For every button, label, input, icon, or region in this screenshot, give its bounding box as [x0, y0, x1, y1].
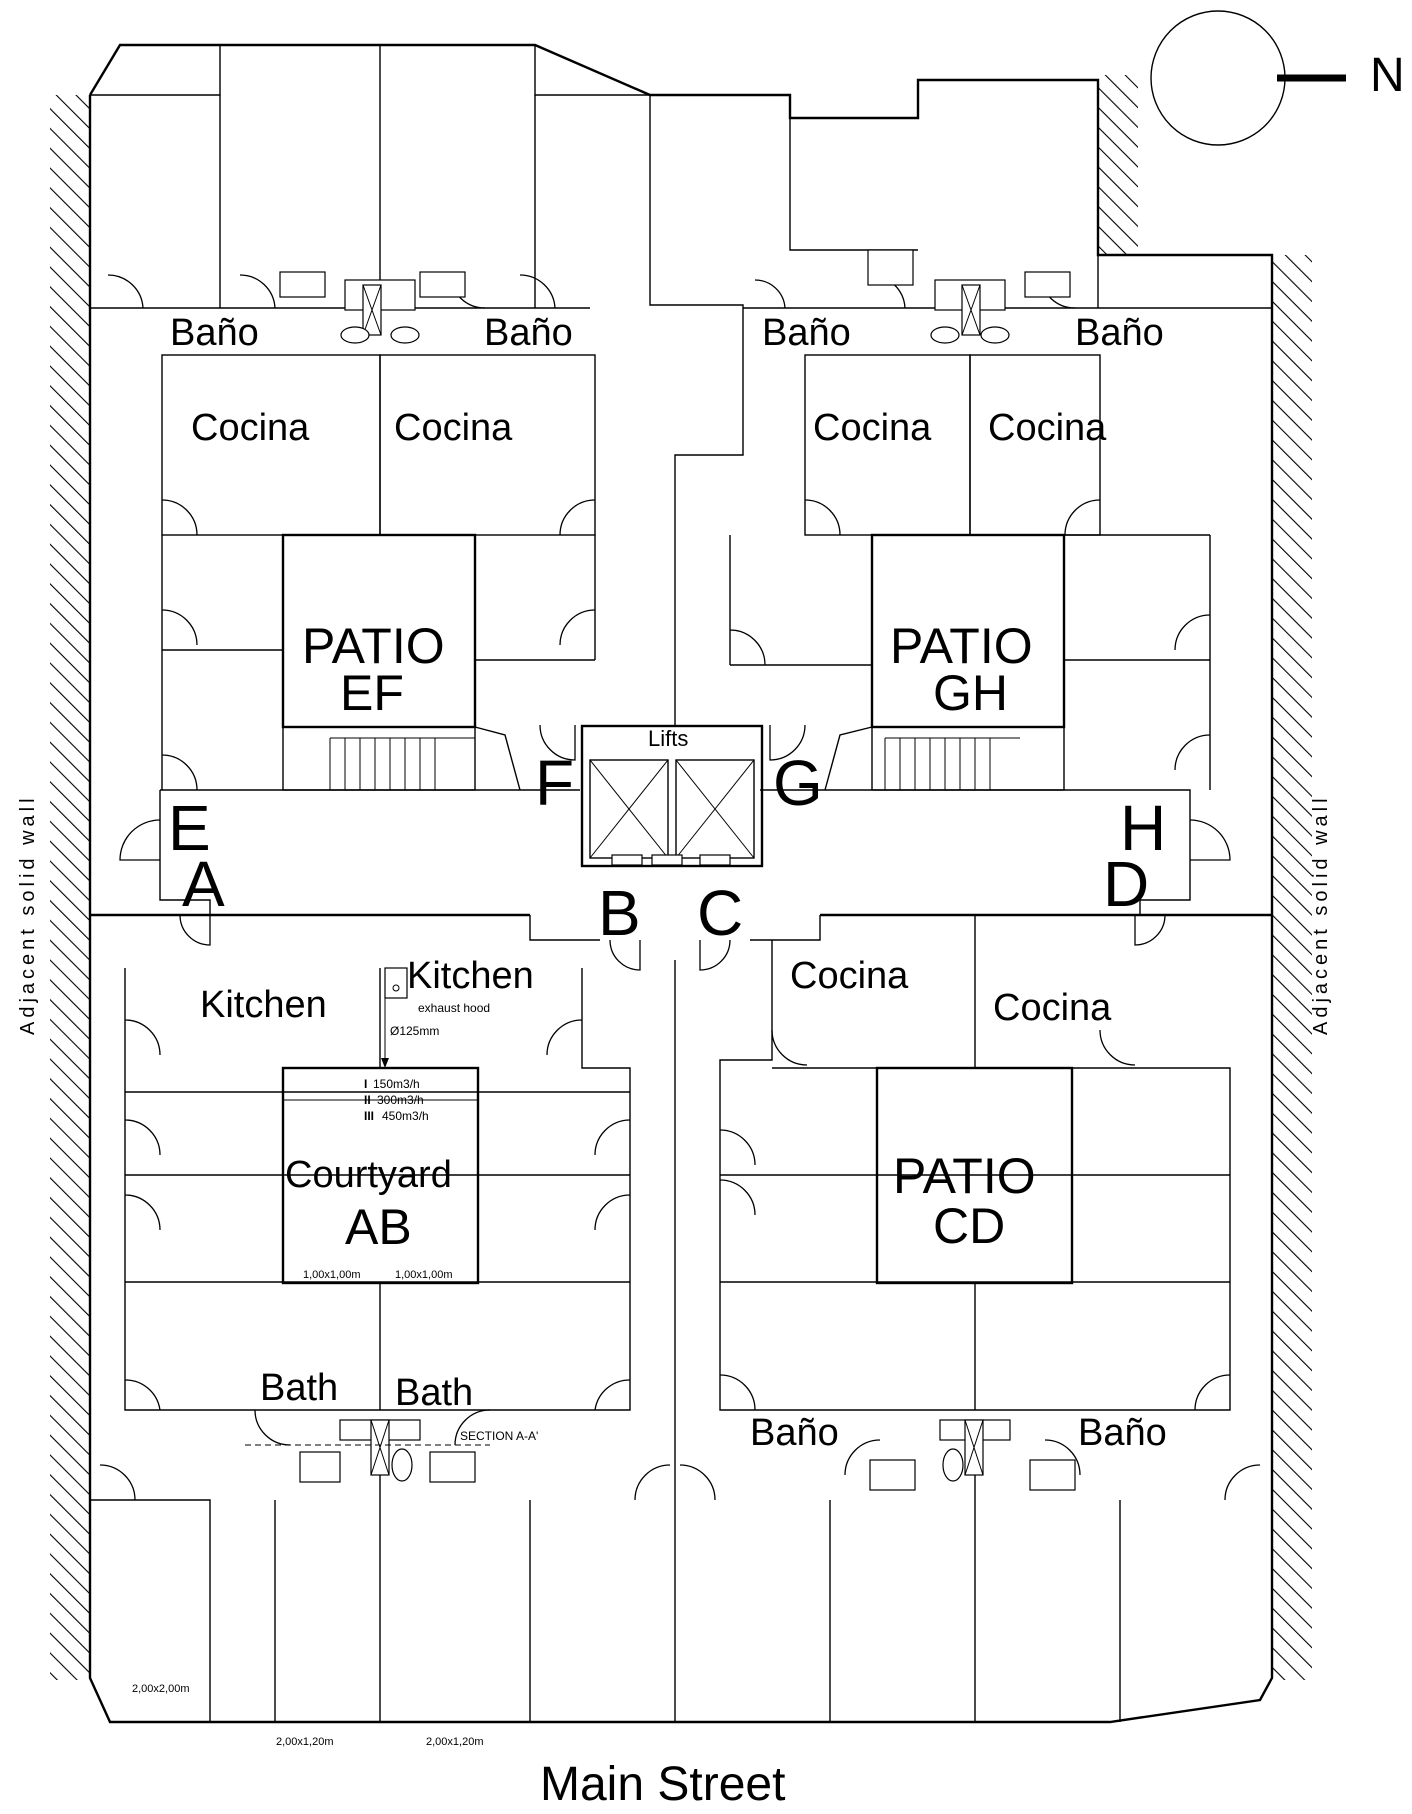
entrance-a: A [182, 848, 225, 920]
flow-3: 450m3/h [382, 1109, 429, 1123]
entrance-f: F [535, 747, 574, 819]
bathroom-fixtures-sw [245, 1419, 490, 1483]
nw-bano-2: Baño [484, 312, 573, 354]
patio-cd [875, 1066, 1074, 1285]
patio-ef [281, 533, 521, 791]
right-wall-label: Adjacent solid wall [1310, 794, 1332, 1035]
lift-shaft [580, 724, 764, 868]
nw-bano-1: Baño [170, 312, 259, 354]
ne-cocina-1: Cocina [813, 407, 932, 449]
entrance-c: C [697, 877, 743, 949]
unit-gh [729, 274, 1272, 790]
flow-2: 300m3/h [377, 1093, 424, 1107]
kitchen-1: Kitchen [200, 984, 327, 1026]
unit-ab [90, 968, 671, 1722]
ne-bano-1: Baño [762, 312, 851, 354]
duct-label: Ø125mm [390, 1024, 439, 1038]
patio-cd-line2: CD [933, 1198, 1005, 1254]
lifts-label: Lifts [648, 726, 688, 751]
window-size-2: 1,00x1,00m [395, 1269, 452, 1281]
entrance-g: G [773, 747, 823, 819]
entrance-h: H [1120, 792, 1166, 864]
bath-2: Bath [395, 1372, 473, 1414]
patio-gh [824, 533, 1066, 791]
north-arrow-icon [1150, 10, 1346, 146]
adjacent-wall-top-right [1098, 75, 1138, 255]
street-name: Main Street [540, 1758, 785, 1811]
section-label: SECTION A-A' [460, 1429, 538, 1443]
entrance-d: D [1103, 848, 1149, 920]
bathroom-fixtures-ne [867, 249, 1071, 344]
opening-size-1: 2,00x2,00m [132, 1683, 189, 1695]
ne-bano-2: Baño [1075, 312, 1164, 354]
opening-size-3: 2,00x1,20m [426, 1736, 483, 1748]
adjacent-wall-right [1272, 255, 1312, 1680]
unit-ef [90, 274, 596, 791]
bathroom-fixtures-nw [279, 271, 466, 344]
left-wall-label: Adjacent solid wall [17, 794, 39, 1035]
nw-cocina-2: Cocina [394, 407, 513, 449]
courtyard-line1: Courtyard [285, 1154, 452, 1196]
se-bano-1: Baño [750, 1412, 839, 1454]
north-label: N [1370, 49, 1405, 102]
patio-ef-line1: PATIO [302, 618, 445, 674]
courtyard-ab [281, 1066, 480, 1285]
se-cocina-1: Cocina [790, 955, 909, 997]
unit-cd [679, 915, 1261, 1722]
flow-2-mark: II [364, 1093, 371, 1107]
patio-gh-line1: PATIO [890, 618, 1033, 674]
window-size-1: 1,00x1,00m [303, 1269, 360, 1281]
building-outline [88, 43, 1274, 1724]
flow-3-mark: III [364, 1109, 374, 1123]
exhaust-hood-icon [381, 967, 408, 1068]
patio-gh-line2: GH [933, 665, 1008, 721]
entrance-e: E [168, 792, 211, 864]
hood-label: exhaust hood [418, 1001, 490, 1015]
adjacent-wall-left [50, 95, 90, 1680]
ne-cocina-2: Cocina [988, 407, 1107, 449]
entrance-doors [119, 724, 1231, 971]
flow-1-mark: I [364, 1077, 367, 1091]
patio-ef-line2: EF [340, 665, 404, 721]
nw-cocina-1: Cocina [191, 407, 310, 449]
opening-size-2: 2,00x1,20m [276, 1736, 333, 1748]
courtyard-line2: AB [345, 1199, 412, 1255]
entrance-b: B [598, 877, 641, 949]
patio-cd-line1: PATIO [893, 1148, 1036, 1204]
bath-1: Bath [260, 1367, 338, 1409]
kitchen-2: Kitchen [407, 955, 534, 997]
se-cocina-2: Cocina [993, 987, 1112, 1029]
se-bano-2: Baño [1078, 1412, 1167, 1454]
flow-1: 150m3/h [373, 1077, 420, 1091]
bathroom-fixtures-se [869, 1419, 1076, 1491]
